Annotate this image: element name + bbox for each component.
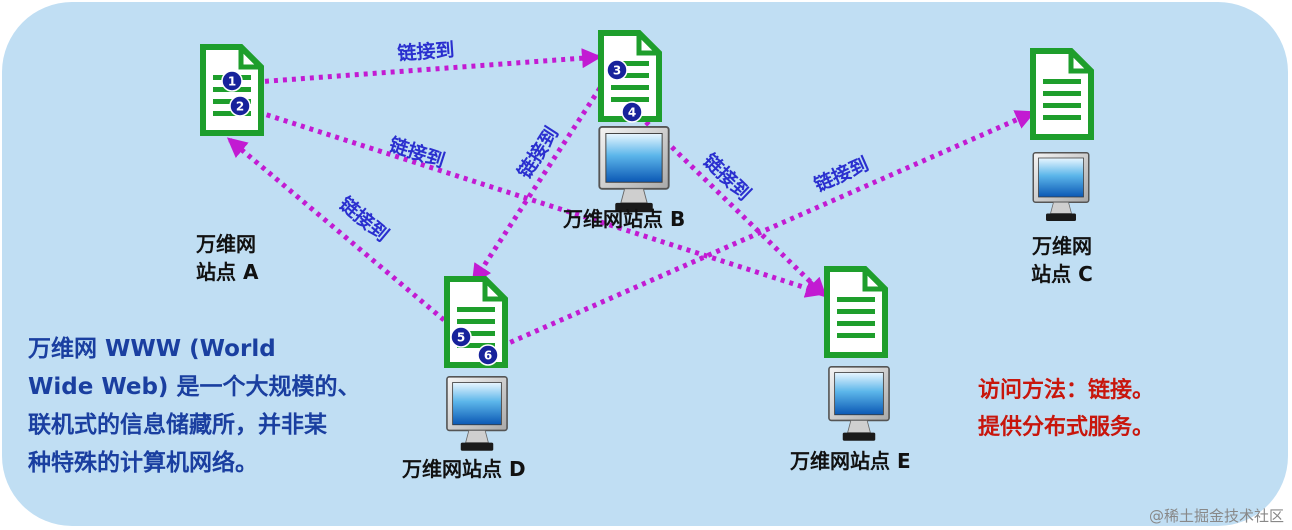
svg-text:4: 4 (628, 106, 636, 120)
svg-text:6: 6 (484, 349, 492, 363)
site-a-line2: 站点 A (196, 260, 259, 284)
watermark: @稀土掘金技术社区 (1148, 507, 1284, 525)
svg-text:2: 2 (236, 100, 244, 114)
monitor-icon-e (827, 366, 891, 442)
link-label-2: 链接到 (386, 133, 447, 172)
site-b-label: 万维网站点 B (563, 207, 686, 231)
link-6-to-c (500, 110, 1036, 349)
monitor-icon-c (1032, 152, 1090, 222)
link-label-1: 链接到 (397, 38, 455, 65)
svg-text:1: 1 (228, 75, 236, 89)
document-icon-c (1033, 51, 1091, 137)
description-line-4: 种特殊的计算机网络。 (28, 450, 258, 476)
site-c-label: 万维网 站点 C (1016, 232, 1108, 288)
site-c-line2: 站点 C (1031, 262, 1093, 286)
link-5-to-a (226, 137, 446, 322)
marker-4: 4 (621, 101, 643, 123)
note-line-2: 提供分布式服务。 (978, 415, 1155, 440)
marker-2: 2 (229, 95, 251, 117)
marker-6: 6 (477, 344, 499, 366)
document-icon-e (827, 269, 885, 355)
site-a-label: 万维网 站点 A (196, 230, 258, 286)
marker-1: 1 (221, 70, 243, 92)
description-line-3: 联机式的信息储藏所，并非某 (28, 412, 327, 438)
www-description: 万维网 WWW (World Wide Web) 是一个大规模的、 联机式的信息… (28, 330, 428, 482)
link-1-to-3 (255, 48, 602, 85)
monitor-icon-b (598, 126, 670, 214)
site-e-label: 万维网站点 E (790, 449, 911, 473)
link-label-3: 链接到 (513, 122, 563, 182)
site-d-label: 万维网站点 D (402, 457, 526, 481)
link-3-to-d (471, 86, 603, 285)
link-label-6: 链接到 (811, 152, 872, 196)
svg-text:5: 5 (457, 331, 465, 345)
description-line-2: Wide Web) 是一个大规模的、 (28, 374, 361, 400)
link-label-5: 链接到 (699, 149, 756, 205)
svg-text:3: 3 (613, 64, 621, 78)
monitor-icon-d (445, 376, 509, 452)
description-line-1: 万维网 WWW (World (28, 336, 276, 362)
marker-5: 5 (450, 326, 472, 348)
marker-3: 3 (606, 59, 628, 81)
site-a-line1: 万维网 (196, 232, 256, 256)
site-c-line1: 万维网 (1032, 234, 1092, 258)
access-notes: 访问方法：链接。 提供分布式服务。 (978, 372, 1154, 446)
note-line-1: 访问方法：链接。 (978, 378, 1155, 403)
